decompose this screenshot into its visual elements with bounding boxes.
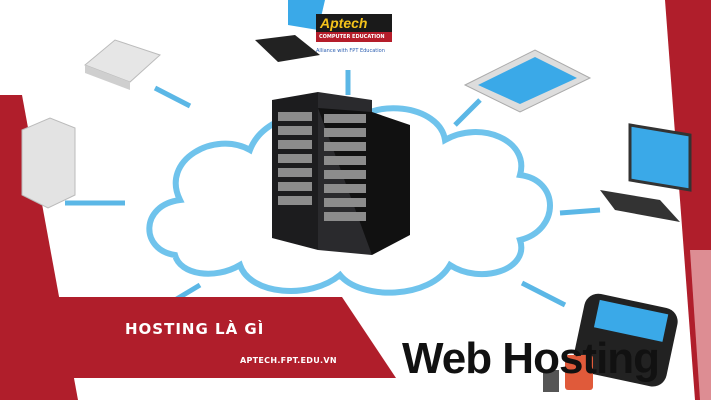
logo-alliance: Alliance with FPT Education [316, 48, 385, 54]
device-smartphone [573, 293, 678, 387]
device-tablet [463, 49, 592, 113]
device-laptop-top [255, 0, 325, 62]
banner-url[interactable]: APTECH.FPT.EDU.VN [240, 356, 337, 365]
web-hosting-headline: Web Hosting [402, 334, 660, 383]
device-monitor [600, 123, 692, 222]
device-router [84, 39, 161, 90]
logo-name: Aptech [316, 14, 392, 32]
device-pc-tower [21, 117, 76, 209]
css-file-icon [543, 355, 593, 392]
logo-subtitle: COMPUTER EDUCATION [316, 32, 392, 42]
server-racks [272, 92, 410, 255]
aptech-logo: Aptech COMPUTER EDUCATION Alliance with … [316, 14, 392, 54]
banner-title: HOSTING LÀ GÌ [125, 320, 265, 338]
